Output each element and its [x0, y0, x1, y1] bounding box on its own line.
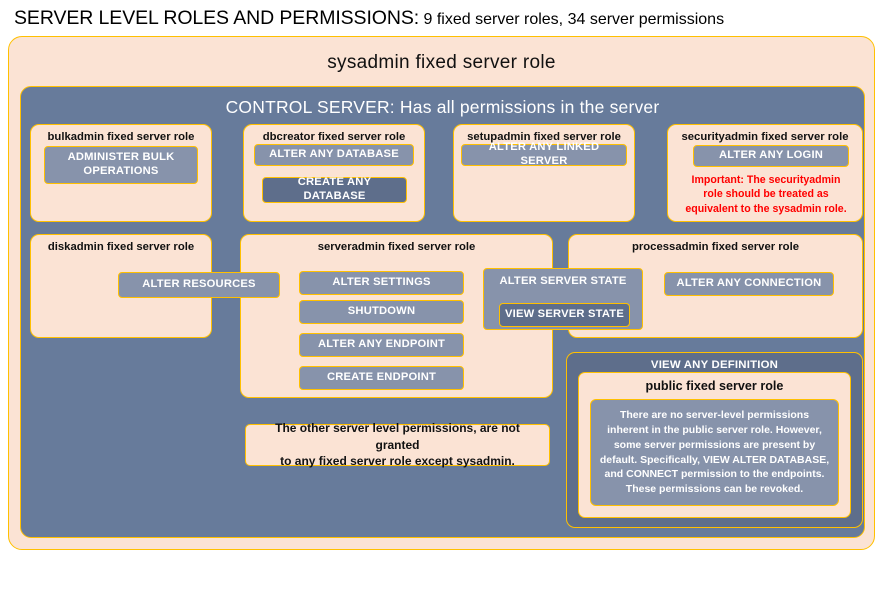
permission-chip-create-any-database[interactable]: CREATE ANY DATABASE [262, 176, 407, 203]
page-title-subheading: 9 fixed server roles, 34 server permissi… [423, 11, 725, 28]
role-label-processadmin: processadmin fixed server role [631, 241, 800, 253]
diagram-canvas: SERVER LEVEL ROLES AND PERMISSIONS: 9 fi… [8, 7, 875, 550]
control-server-label: CONTROL SERVER: Has all permissions in t… [225, 97, 660, 117]
page-title: SERVER LEVEL ROLES AND PERMISSIONS: 9 fi… [14, 7, 874, 33]
permission-chip-alter-any-login[interactable]: ALTER ANY LOGIN [693, 145, 849, 167]
permission-chip-alter-any-endpoint[interactable]: ALTER ANY ENDPOINT [299, 333, 464, 357]
permission-chip-create-endpoint[interactable]: CREATE ENDPOINT [299, 366, 464, 390]
permission-chip-view-server-state[interactable]: VIEW SERVER STATE [499, 303, 630, 327]
permission-chip-alter-any-connection[interactable]: ALTER ANY CONNECTION [664, 272, 834, 296]
securityadmin-warning-note: Important: The securityadmin role should… [685, 174, 847, 215]
permission-chip-alter-settings[interactable]: ALTER SETTINGS [299, 271, 464, 295]
role-box-securityadmin: securityadmin fixed server role Importan… [667, 124, 863, 222]
permission-chip-shutdown[interactable]: SHUTDOWN [299, 300, 464, 324]
role-box-dbcreator: dbcreator fixed server role [243, 124, 425, 222]
role-box-setupadmin: setupadmin fixed server role [453, 124, 635, 222]
role-label-public: public fixed server role [645, 379, 784, 393]
other-permissions-note: The other server level permissions, are … [245, 421, 550, 468]
role-label-serveradmin: serveradmin fixed server role [317, 241, 476, 253]
permission-chip-alter-any-linked-server[interactable]: ALTER ANY LINKED SERVER [461, 141, 627, 167]
permission-chip-administer-bulk-operations[interactable]: ADMINISTER BULK OPERATIONS [44, 146, 198, 184]
role-label-dbcreator: dbcreator fixed server role [262, 131, 406, 143]
role-label-bulkadmin: bulkadmin fixed server role [47, 131, 195, 143]
role-label-securityadmin: securityadmin fixed server role [681, 131, 849, 143]
permission-chip-alter-resources[interactable]: ALTER RESOURCES [118, 272, 280, 298]
permission-label-view-any-definition: VIEW ANY DEFINITION [650, 359, 779, 371]
public-role-description: There are no server-level permissions in… [590, 399, 839, 506]
page-title-heading: SERVER LEVEL ROLES AND PERMISSIONS: [14, 7, 420, 29]
permission-chip-alter-any-database[interactable]: ALTER ANY DATABASE [254, 144, 414, 166]
product-version-label: SQL Server 2017 [53, 601, 145, 613]
role-label-setupadmin: setupadmin fixed server role [467, 131, 621, 143]
role-label-diskadmin: diskadmin fixed server role [47, 241, 195, 253]
sysadmin-role-label: sysadmin fixed server role [327, 52, 556, 73]
